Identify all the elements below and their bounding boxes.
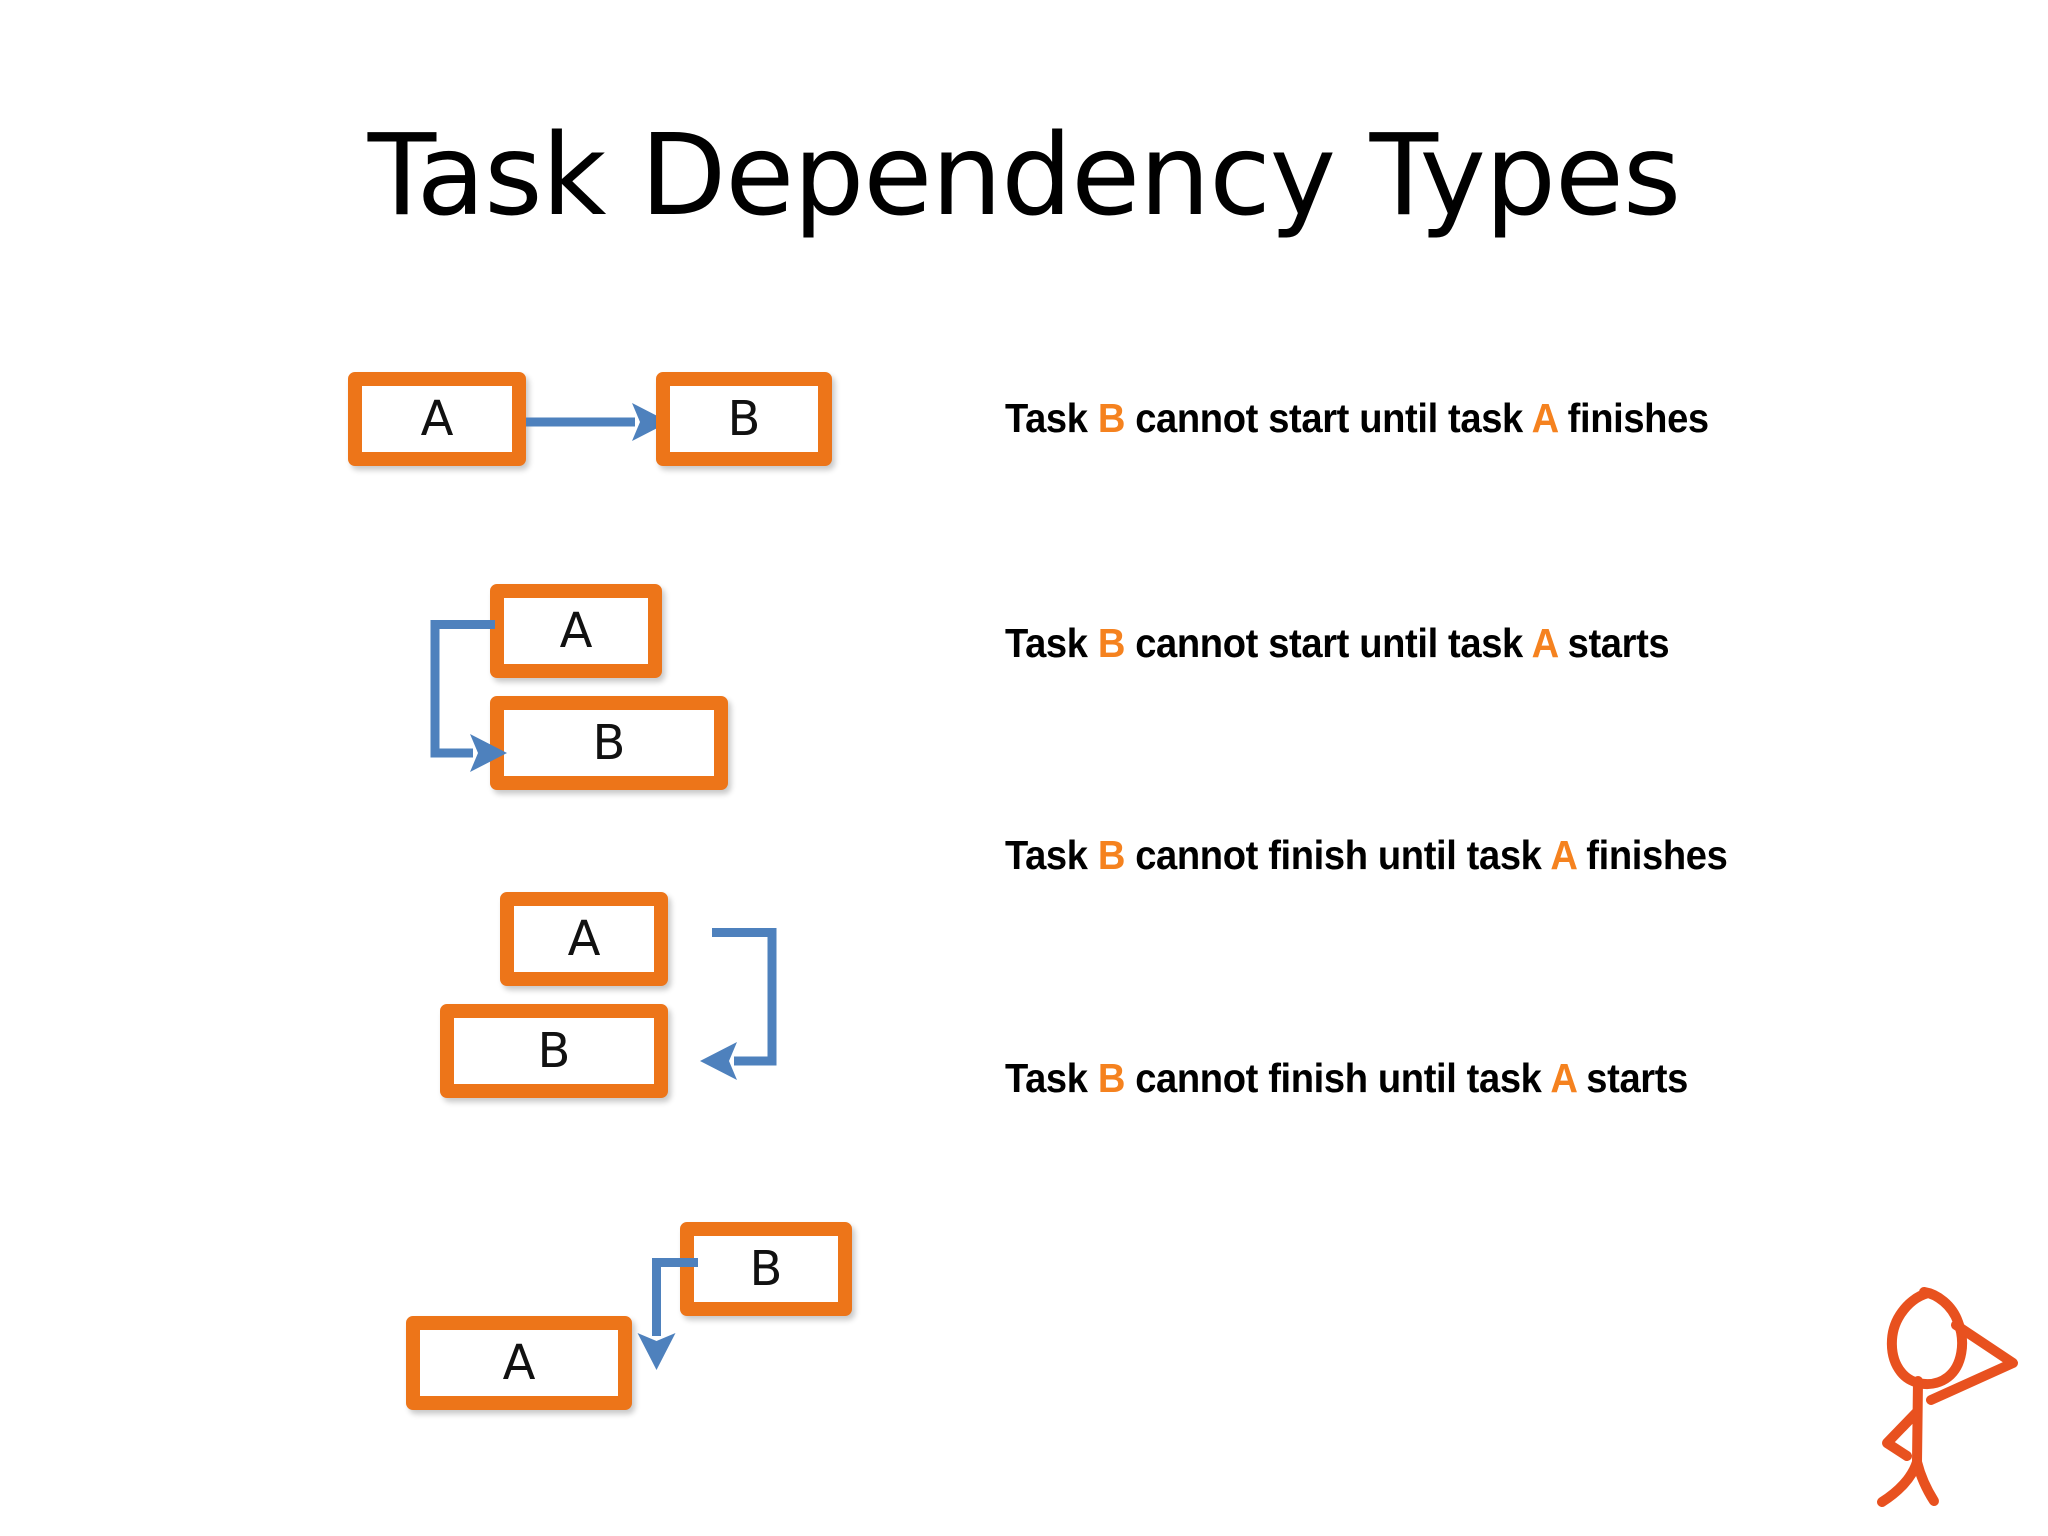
task-label: A xyxy=(502,1335,536,1391)
row1-task-box-a[interactable]: A xyxy=(348,372,526,466)
desc-middle: cannot start until task xyxy=(1124,395,1532,441)
row4-task-box-b[interactable]: B xyxy=(680,1222,852,1316)
task-label: B xyxy=(537,1023,571,1079)
desc-suffix: finishes xyxy=(1557,395,1709,441)
task-label: A xyxy=(567,911,601,967)
stick-figure-left-leg xyxy=(1877,1457,1922,1507)
desc-prefix: Task xyxy=(1005,832,1098,878)
task-label: B xyxy=(727,391,761,447)
stick-figure-right-leg xyxy=(1912,1457,1939,1506)
desc-suffix: starts xyxy=(1576,1055,1688,1101)
desc-middle: cannot finish until task xyxy=(1124,1055,1551,1101)
row3-connector-finish-to-finish xyxy=(700,928,777,1080)
desc-prefix: Task xyxy=(1005,395,1098,441)
stick-figure-spine xyxy=(1912,1376,1923,1467)
desc-middle: cannot finish until task xyxy=(1124,832,1551,878)
desc-task-b: B xyxy=(1097,1055,1126,1101)
desc-middle: cannot start until task xyxy=(1124,620,1532,666)
row4-description: Task B cannot finish until task A starts xyxy=(1005,1055,1688,1102)
desc-task-b: B xyxy=(1097,832,1126,878)
row1-task-box-b[interactable]: B xyxy=(656,372,832,466)
task-label: B xyxy=(749,1241,783,1297)
row3-task-box-a[interactable]: A xyxy=(500,892,668,986)
row3-description: Task B cannot finish until task A finish… xyxy=(1005,832,1728,879)
desc-task-b: B xyxy=(1097,620,1126,666)
row2-task-box-b[interactable]: B xyxy=(490,696,728,790)
row2-task-box-a[interactable]: A xyxy=(490,584,662,678)
desc-task-a: A xyxy=(1531,620,1558,666)
desc-suffix: finishes xyxy=(1576,832,1728,878)
row1-description: Task B cannot start until task A finishe… xyxy=(1005,395,1709,442)
desc-prefix: Task xyxy=(1005,620,1098,666)
task-label: A xyxy=(420,391,454,447)
row3-task-box-b[interactable]: B xyxy=(440,1004,668,1098)
desc-task-b: B xyxy=(1097,395,1126,441)
desc-task-a: A xyxy=(1531,395,1558,441)
stick-figure-left-arm xyxy=(1882,1408,1921,1461)
page-title: Task Dependency Types xyxy=(367,111,1682,241)
desc-prefix: Task xyxy=(1005,1055,1098,1101)
task-label: B xyxy=(592,715,626,771)
stick-figure-doodle xyxy=(1876,1280,2048,1536)
stick-figure-head xyxy=(1886,1287,1968,1389)
desc-suffix: starts xyxy=(1557,620,1670,666)
task-label: A xyxy=(559,603,593,659)
row4-task-box-a[interactable]: A xyxy=(406,1316,632,1410)
row2-description: Task B cannot start until task A starts xyxy=(1005,620,1670,667)
stick-figure-right-arm xyxy=(1926,1320,2018,1405)
desc-task-a: A xyxy=(1550,832,1577,878)
desc-task-a: A xyxy=(1550,1055,1577,1101)
